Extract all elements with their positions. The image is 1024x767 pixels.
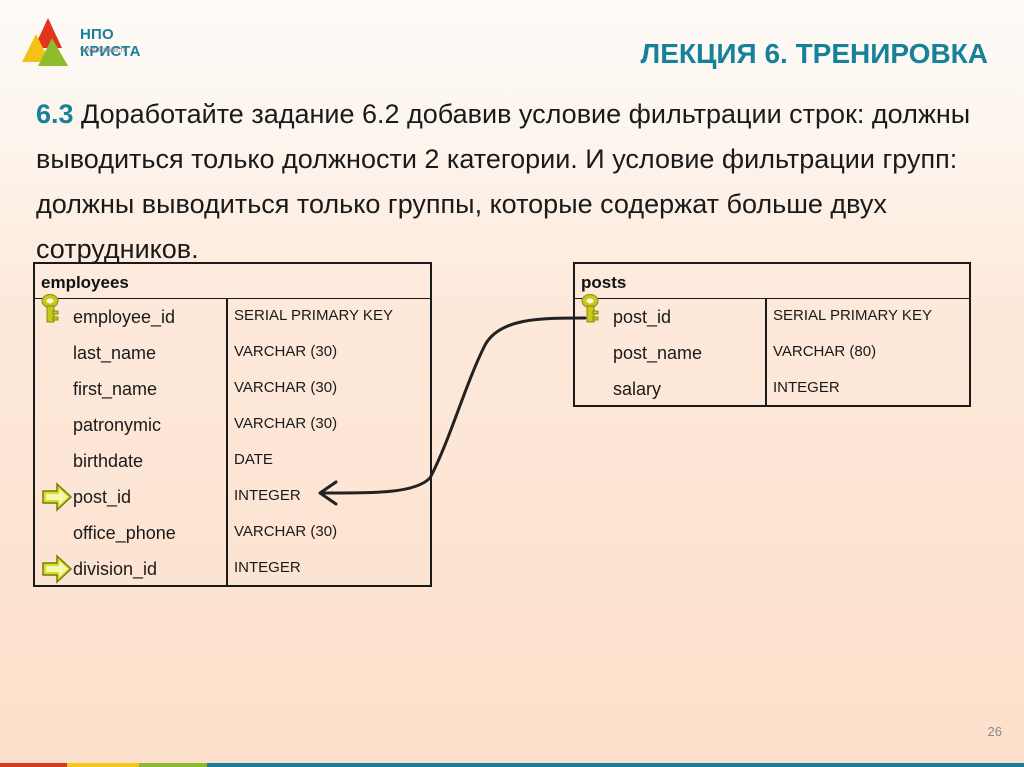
column-type: SERIAL PRIMARY KEY [773,307,932,324]
column-name: division_id [73,559,158,579]
table-row: post_id SERIAL PRIMARY KEY [575,294,969,335]
column-divider [765,299,767,407]
column-type: VARCHAR (30) [234,343,338,360]
employees-table: employees employee_id SERIAL PRIMARY KEY… [33,262,432,587]
primary-key-icon [41,294,59,323]
column-type: INTEGER [234,487,301,504]
page-number: 26 [987,724,1002,739]
column-name: salary [613,379,662,399]
column-type: VARCHAR (30) [234,523,338,540]
table-row: office_phone VARCHAR (30) [35,515,430,551]
table-row: post_id INTEGER [35,479,430,515]
primary-key-icon [581,294,599,323]
logo-name: НПО КРИСТА [80,26,141,60]
column-type: DATE [234,451,273,468]
column-name: post_id [613,307,672,327]
table-row: first_name VARCHAR (30) [35,371,430,407]
column-type: VARCHAR (30) [234,379,338,396]
column-name: employee_id [73,307,176,327]
task-description: Доработайте задание 6.2 добавив условие … [36,99,971,264]
column-type: VARCHAR (80) [773,343,877,360]
column-type: SERIAL PRIMARY KEY [234,307,393,324]
column-type: INTEGER [234,559,301,576]
column-type: INTEGER [773,379,840,396]
slide-title: ЛЕКЦИЯ 6. ТРЕНИРОВКА [640,38,988,69]
footer-stripe-green [139,763,207,767]
table-row: division_id INTEGER [35,551,430,587]
foreign-key-arrow-icon [42,554,73,584]
column-divider [226,299,228,587]
logo-url: www.krista.ru [80,45,128,54]
task-text: 6.3 Доработайте задание 6.2 добавив усло… [36,92,996,272]
table-header: employees [35,264,430,299]
table-row: post_name VARCHAR (80) [575,335,969,371]
column-name: patronymic [73,415,162,435]
column-name: first_name [73,379,158,399]
company-logo: НПО КРИСТА www.krista.ru [22,14,172,70]
column-name: birthdate [73,451,144,471]
column-name: last_name [73,343,157,363]
foreign-key-arrow-icon [42,482,73,512]
footer-stripe-teal [207,763,1024,767]
triangles-logo-icon [22,18,68,66]
column-name: post_id [73,487,132,507]
table-row: employee_id SERIAL PRIMARY KEY [35,294,430,335]
column-type: VARCHAR (30) [234,415,338,432]
column-name: office_phone [73,523,176,543]
footer-stripe-yellow [67,763,139,767]
table-row: salary INTEGER [575,371,969,407]
footer-stripe-red [0,763,67,767]
table-row: birthdate DATE [35,443,430,479]
posts-table: posts post_id SERIAL PRIMARY KEY post_na… [573,262,971,407]
table-row: patronymic VARCHAR (30) [35,407,430,443]
table-header: posts [575,264,969,299]
table-row: last_name VARCHAR (30) [35,335,430,371]
column-name: post_name [613,343,703,363]
task-number: 6.3 [36,99,74,129]
